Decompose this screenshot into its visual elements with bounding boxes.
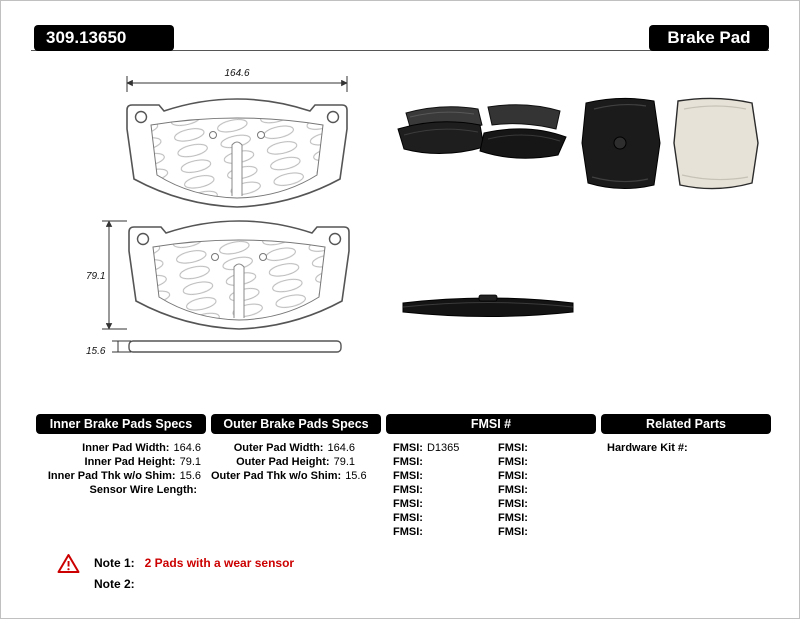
outer-specs-header: Outer Brake Pads Specs — [211, 414, 381, 434]
width-dimension-label: 164.6 — [224, 68, 249, 79]
product-type-badge: Brake Pad — [649, 25, 769, 51]
related-parts-table: Related Parts Hardware Kit #: — [601, 414, 771, 455]
fmsi-row: FMSI: FMSI: — [393, 512, 528, 524]
fmsi-row: FMSI: FMSI: — [393, 484, 528, 496]
height-dimension-label: 79.1 — [86, 271, 105, 282]
drawing-pad-front-height-thickness: 79.1 15.6 — [86, 220, 350, 357]
notes-section: Note 1:2 Pads with a wear sensor Note 2: — [57, 553, 294, 595]
header-rule — [31, 50, 769, 51]
part-number-badge: 309.13650 — [34, 25, 174, 51]
product-photo-pad-pair — [581, 97, 759, 190]
note-2: Note 2: — [94, 577, 135, 591]
product-photo-pad-set — [397, 104, 567, 159]
drawing-pad-front-width: 164.6 — [126, 68, 348, 208]
spec-row: Inner Pad Thk w/o Shim:15.6 — [47, 470, 201, 482]
inner-specs-header: Inner Brake Pads Specs — [36, 414, 206, 434]
note-lines: Note 1:2 Pads with a wear sensor Note 2: — [94, 553, 294, 595]
fmsi-row: FMSI: FMSI: — [393, 526, 528, 538]
spec-row: Outer Pad Height:79.1 — [236, 456, 355, 468]
fmsi-row: FMSI: FMSI: — [393, 498, 528, 510]
thickness-dimension-label: 15.6 — [86, 346, 106, 357]
spec-row: Sensor Wire Length: — [89, 484, 197, 496]
inner-specs-table: Inner Brake Pads Specs Inner Pad Width:1… — [36, 414, 206, 497]
spec-row: Hardware Kit #: — [607, 442, 688, 454]
fmsi-row: FMSI: FMSI: — [393, 456, 528, 468]
related-parts-header: Related Parts — [601, 414, 771, 434]
spec-row: Inner Pad Width:164.6 — [82, 442, 201, 454]
outer-specs-table: Outer Brake Pads Specs Outer Pad Width:1… — [211, 414, 381, 483]
note-1: Note 1:2 Pads with a wear sensor — [94, 556, 295, 570]
fmsi-table: FMSI # FMSI:D1365 FMSI: FMSI: FMSI: FMSI… — [386, 414, 596, 539]
fmsi-row: FMSI:D1365 FMSI: — [393, 442, 528, 454]
product-photo-pad-edge — [402, 294, 574, 317]
fmsi-row: FMSI: FMSI: — [393, 470, 528, 482]
fmsi-header: FMSI # — [386, 414, 596, 434]
warning-triangle-icon — [57, 554, 80, 573]
spec-row: Outer Pad Thk w/o Shim:15.6 — [211, 470, 367, 482]
spec-row: Inner Pad Height:79.1 — [84, 456, 201, 468]
spec-row: Outer Pad Width:164.6 — [233, 442, 355, 454]
